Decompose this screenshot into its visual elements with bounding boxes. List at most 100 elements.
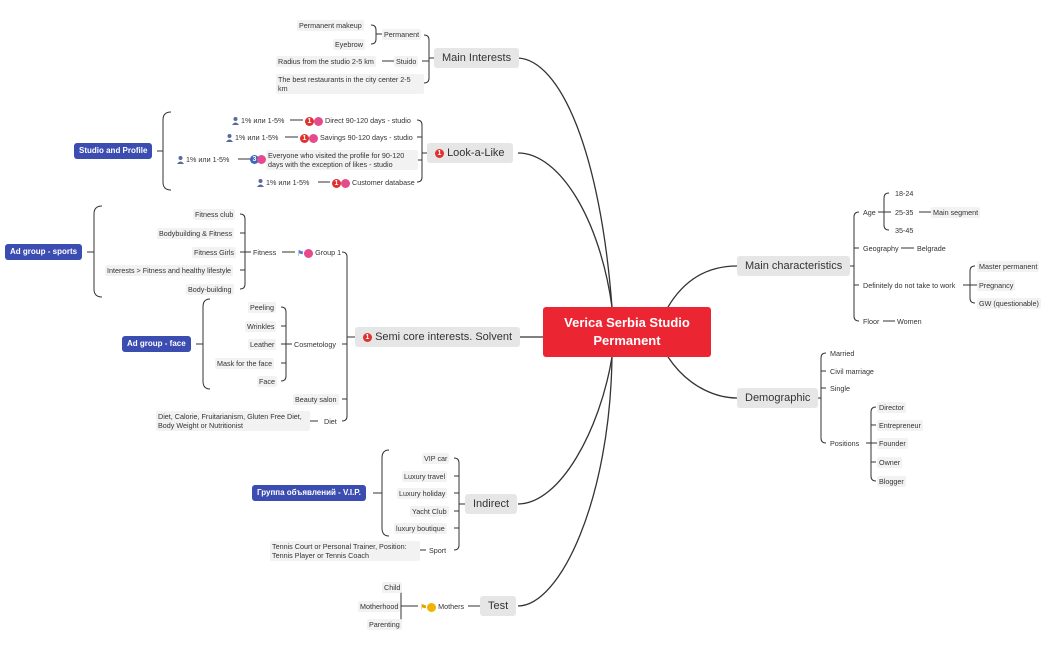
age-item-2[interactable]: 25-35 bbox=[895, 208, 914, 217]
main-interests-node[interactable]: Main Interests bbox=[434, 48, 520, 68]
percent-label: 1% или 1-5% bbox=[241, 116, 285, 125]
mothers-node[interactable]: ⚑ Mothers bbox=[418, 601, 466, 613]
permanent-makeup-node[interactable]: Permanent makeup bbox=[297, 20, 364, 31]
fitness-item-1[interactable]: Fitness club bbox=[193, 209, 236, 220]
demographic-item-3[interactable]: Single bbox=[830, 384, 850, 393]
root-node[interactable]: Verica Serbia Studio Permanent bbox=[543, 307, 711, 357]
semi-core-label: Semi core interests. Solvent bbox=[375, 331, 513, 343]
pie-icon bbox=[341, 178, 350, 188]
test-node[interactable]: Test bbox=[480, 596, 517, 616]
women-node[interactable]: Women bbox=[897, 317, 922, 326]
eyebrow-node[interactable]: Eyebrow bbox=[333, 39, 365, 50]
position-item-2[interactable]: Entrepreneur bbox=[877, 420, 923, 431]
pie-icon bbox=[304, 248, 314, 258]
cosmetology-item-4[interactable]: Mask for the face bbox=[215, 358, 275, 369]
dont-item-1[interactable]: Master permanent bbox=[977, 261, 1040, 272]
fitness-item-2[interactable]: Bodybuilding & Fitness bbox=[157, 228, 235, 239]
ad-group-sports-tag[interactable]: Ad group - sports bbox=[5, 244, 83, 260]
lookalike-item-1[interactable]: 1 Direct 90-120 days - studio bbox=[303, 115, 413, 127]
lookalike-item-3[interactable]: Everyone who visited the profile for 90-… bbox=[266, 150, 418, 170]
demographic-node[interactable]: Demographic bbox=[737, 388, 819, 408]
age-node[interactable]: Age bbox=[863, 208, 876, 217]
indirect-item-1[interactable]: VIP car bbox=[422, 453, 450, 464]
permanent-node[interactable]: Permanent bbox=[382, 29, 422, 40]
lookalike-label: Look-a-Like bbox=[447, 147, 505, 159]
percent-node-4[interactable]: 1% или 1-5% bbox=[255, 177, 311, 188]
age-item-1[interactable]: 18-24 bbox=[895, 189, 914, 198]
group1-node[interactable]: ⚑ Group 1 bbox=[295, 247, 343, 259]
demographic-item-2[interactable]: Civil marriage bbox=[830, 367, 874, 376]
beauty-salon-node[interactable]: Beauty salon bbox=[293, 394, 339, 405]
percent-node-1[interactable]: 1% или 1-5% bbox=[230, 115, 286, 126]
position-item-3[interactable]: Founder bbox=[877, 438, 908, 449]
vip-ad-group-tag[interactable]: Группа объявлений - V.I.P. bbox=[252, 485, 366, 501]
person-icon bbox=[177, 156, 184, 165]
lookalike-item-4[interactable]: 1 Customer database bbox=[330, 177, 417, 189]
percent-node-3[interactable]: 1% или 1-5% bbox=[175, 154, 231, 165]
diet-node[interactable]: Diet bbox=[324, 417, 337, 426]
priority-1-icon: 1 bbox=[363, 332, 372, 342]
percent-label: 1% или 1-5% bbox=[235, 133, 279, 142]
test-item-2[interactable]: Motherhood bbox=[358, 601, 401, 612]
cosmetology-item-5[interactable]: Face bbox=[257, 376, 277, 387]
fitness-node[interactable]: Fitness bbox=[253, 248, 277, 257]
priority-3-icon: 3 bbox=[250, 155, 259, 164]
priority-1-icon: 1 bbox=[332, 178, 341, 188]
sport-node[interactable]: Sport bbox=[429, 546, 447, 555]
dont-item-2[interactable]: Pregnancy bbox=[977, 280, 1016, 291]
group1-label: Group 1 bbox=[315, 248, 342, 257]
diet-detail-node[interactable]: Diet, Calorie, Fruitarianism, Gluten Fre… bbox=[156, 411, 310, 431]
main-characteristics-node[interactable]: Main characteristics bbox=[737, 256, 851, 276]
semi-core-node[interactable]: 1 Semi core interests. Solvent bbox=[355, 327, 521, 347]
dont-take-node[interactable]: Definitely do not take to work bbox=[863, 281, 956, 290]
priority-1-icon: 1 bbox=[300, 133, 309, 143]
dont-item-3[interactable]: GW (questionable) bbox=[977, 298, 1041, 309]
clock-icon bbox=[427, 602, 437, 612]
person-icon bbox=[257, 179, 264, 188]
cosmetology-item-2[interactable]: Wrinkles bbox=[245, 321, 277, 332]
pie-icon bbox=[314, 116, 323, 126]
restaurants-node[interactable]: The best restaurants in the city center … bbox=[276, 74, 424, 94]
indirect-item-5[interactable]: luxury boutique bbox=[394, 523, 447, 534]
priority-1-icon: 1 bbox=[305, 116, 314, 126]
radius-node[interactable]: Radius from the studio 2-5 km bbox=[276, 56, 376, 67]
mothers-label: Mothers bbox=[438, 602, 465, 611]
flag-icon: ⚑ bbox=[420, 602, 428, 612]
cosmetology-item-1[interactable]: Peeling bbox=[248, 302, 276, 313]
belgrade-node[interactable]: Belgrade bbox=[917, 244, 946, 253]
lookalike-node[interactable]: 1 Look-a-Like bbox=[427, 143, 513, 163]
stuido-node[interactable]: Stuido bbox=[394, 56, 419, 67]
position-item-5[interactable]: Blogger bbox=[877, 476, 906, 487]
fitness-item-4[interactable]: Interests > Fitness and healthy lifestyl… bbox=[105, 265, 234, 276]
ad-group-face-tag[interactable]: Ad group - face bbox=[122, 336, 191, 352]
percent-label: 1% или 1-5% bbox=[186, 155, 230, 164]
indirect-item-3[interactable]: Luxury holiday bbox=[397, 488, 448, 499]
fitness-item-5[interactable]: Body-building bbox=[186, 284, 234, 295]
indirect-node[interactable]: Indirect bbox=[465, 494, 518, 514]
position-item-4[interactable]: Owner bbox=[877, 457, 903, 468]
fitness-item-3[interactable]: Fitness Girls bbox=[192, 247, 236, 258]
root-title-line2: Permanent bbox=[593, 333, 661, 348]
percent-node-2[interactable]: 1% или 1-5% bbox=[224, 132, 280, 143]
demographic-item-1[interactable]: Married bbox=[830, 349, 855, 358]
person-icon bbox=[226, 134, 233, 143]
priority-1-icon: 1 bbox=[435, 148, 444, 158]
cosmetology-item-3[interactable]: Leather bbox=[248, 339, 277, 350]
geography-node[interactable]: Geography bbox=[863, 244, 899, 253]
positions-node[interactable]: Positions bbox=[830, 439, 860, 448]
age-item-3[interactable]: 35-45 bbox=[895, 226, 914, 235]
sport-detail-node[interactable]: Tennis Court or Personal Trainer, Positi… bbox=[270, 541, 420, 561]
lookalike-item-2[interactable]: 1 Savings 90-120 days - studio bbox=[298, 132, 415, 144]
floor-node[interactable]: Floor bbox=[863, 317, 880, 326]
root-title-line1: Verica Serbia Studio bbox=[564, 315, 690, 330]
percent-label: 1% или 1-5% bbox=[266, 178, 310, 187]
indirect-item-4[interactable]: Yacht Club bbox=[410, 506, 449, 517]
position-item-1[interactable]: Director bbox=[877, 402, 907, 413]
main-segment-node[interactable]: Main segment bbox=[931, 207, 981, 218]
cosmetology-node[interactable]: Cosmetology bbox=[294, 340, 336, 349]
test-item-1[interactable]: Child bbox=[382, 582, 403, 593]
test-item-3[interactable]: Parenting bbox=[367, 619, 402, 630]
indirect-item-2[interactable]: Luxury travel bbox=[402, 471, 448, 482]
studio-and-profile-tag[interactable]: Studio and Profile bbox=[74, 143, 153, 159]
